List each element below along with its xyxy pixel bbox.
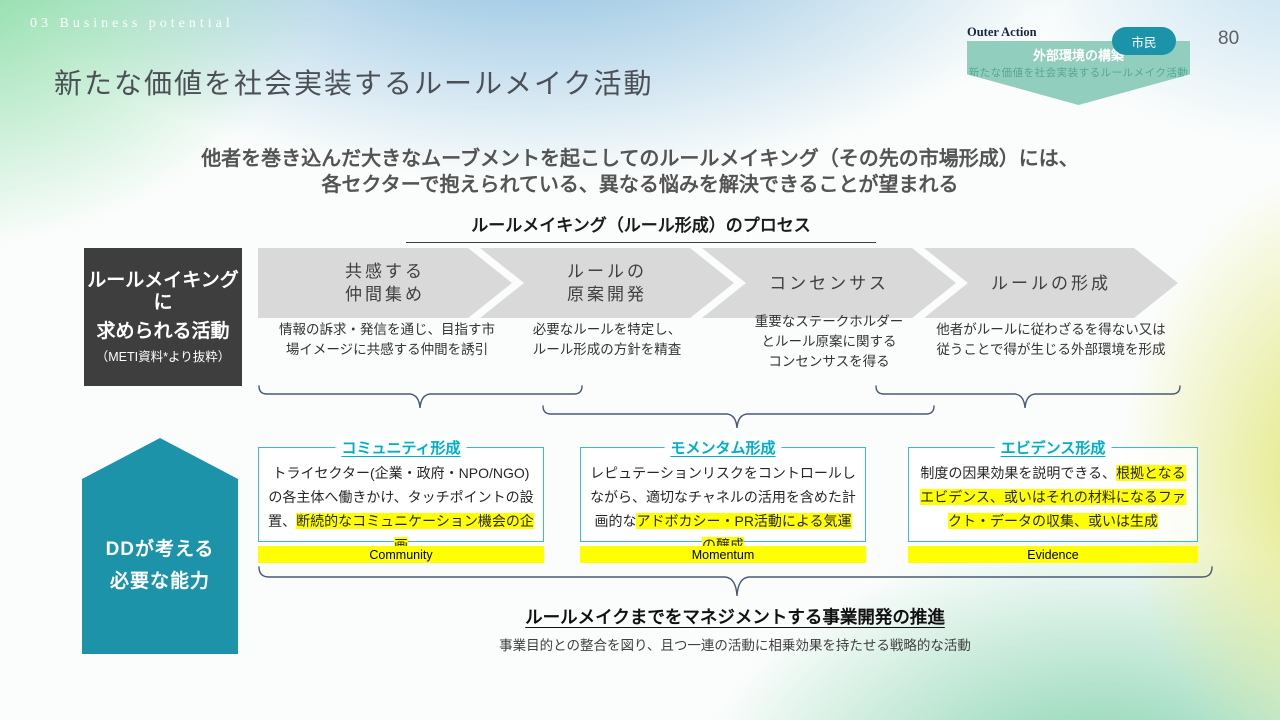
activity-box-line-1: ルールメイキングに — [87, 270, 239, 313]
capability-body-community: トライセクター(企業・政府・NPO/NGO)の各主体へ働きかけ、タッチポイントの… — [259, 461, 543, 557]
capability-pentagon: DDが考える 必要な能力 — [82, 438, 238, 654]
process-step-2: ルールの 原案開発 — [480, 248, 734, 318]
body-plain: 制度の因果効果を説明できる、 — [920, 465, 1117, 481]
body-plain: レピュテーションリスクをコントロールしながら、適切なチャネルの活用を含めた計画的… — [590, 465, 856, 529]
step-description-3: 重要なステークホルダー とルール原案に関する コンセンサスを得る — [754, 314, 904, 369]
process-step-3: コンセンサス — [702, 248, 956, 318]
capability-title-evidence: エビデンス形成 — [994, 437, 1112, 458]
brace-evidence — [875, 385, 1181, 409]
pentagon-label: DDが考える 必要な能力 — [105, 539, 215, 592]
capability-body-momentum: レピュテーションリスクをコントロールしながら、適切なチャネルの活用を含めた計画的… — [581, 461, 865, 557]
outer-action-banner-subtitle: 新たな価値を社会実装するルールメイク活動 — [968, 67, 1189, 79]
footer-note: 事業目的との整合を図り、且つ一連の活動に相乗効果を持たせる戦略的な活動 — [499, 638, 971, 653]
outer-action-banner-title: 外部環境の構築 — [1032, 48, 1124, 63]
activity-requirements-box: ルールメイキングに 求められる活動 （METI資料*より抜粋） — [84, 248, 242, 386]
citizen-badge: 市民 — [1112, 27, 1176, 55]
tag-momentum: Momentum — [580, 546, 866, 563]
activity-box-line-2: 求められる活動 — [96, 321, 230, 342]
outer-action-label: Outer Action — [967, 25, 1037, 39]
brace-overall — [258, 566, 1213, 597]
brace-community — [258, 385, 583, 409]
tag-evidence: Evidence — [908, 546, 1198, 563]
capability-box-community: コミュニティ形成 トライセクター(企業・政府・NPO/NGO)の各主体へ働きかけ… — [258, 437, 544, 553]
subtitle-line-1: 他者を巻き込んだ大きなムーブメントを起こしてのルールメイキング（その先の市場形成… — [201, 148, 1079, 170]
process-step-4: ルールの形成 — [924, 248, 1178, 318]
activity-box-note: （METI資料*より抜粋） — [95, 350, 231, 364]
capability-title-momentum: モメンタム形成 — [664, 437, 782, 458]
page-number: 80 — [1218, 28, 1240, 49]
step-description-4: 他者がルールに従わざるを得ない又は 従うことで得が生じる外部環境を形成 — [936, 322, 1166, 357]
slide-subtitle: 他者を巻き込んだ大きなムーブメントを起こしてのルールメイキング（その先の市場形成… — [0, 146, 1280, 198]
subtitle-line-2: 各セクターで抱えられている、異なる悩みを解決できることが望まれる — [321, 174, 959, 196]
step-description-1: 情報の訴求・発信を通じ、目指す市 場イメージに共感する仲間を誘引 — [279, 322, 495, 357]
tag-community: Community — [258, 546, 544, 563]
body-plain: トライセクター(企業・政府・NPO/NGO)の各主体へ働きかけ、タッチポイントの… — [268, 465, 534, 529]
capability-box-evidence: エビデンス形成 制度の因果効果を説明できる、根拠となるエビデンス、或いはそれの材… — [908, 437, 1198, 542]
step-description-2: 必要なルールを特定し、 ルール形成の方針を精査 — [532, 322, 682, 357]
capability-body-evidence: 制度の因果効果を説明できる、根拠となるエビデンス、或いはそれの材料になるファクト… — [909, 461, 1197, 533]
process-heading: ルールメイキング（ルール形成）のプロセス — [406, 211, 876, 243]
capability-title-community: コミュニティ形成 — [335, 437, 467, 458]
brace-momentum — [542, 405, 935, 429]
footer-heading: ルールメイクまでをマネジメントする事業開発の推進 — [525, 607, 945, 627]
capability-box-momentum: モメンタム形成 レピュテーションリスクをコントロールしながら、適切なチャネルの活… — [580, 437, 866, 553]
process-step-1: 共感する 仲間集め — [258, 248, 512, 318]
section-label: 03 Business potential — [30, 16, 234, 31]
page-title: 新たな価値を社会実装するルールメイク活動 — [54, 68, 654, 99]
